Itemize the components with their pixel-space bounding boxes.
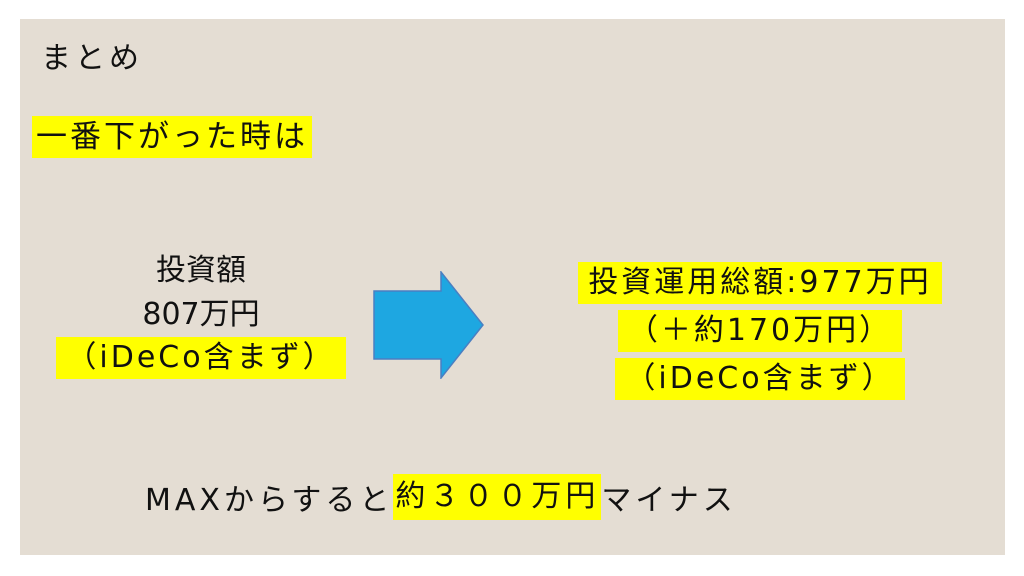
slide-heading: まとめ [41, 41, 143, 76]
investment-amount-value: 807万円 [142, 297, 260, 332]
slide-subheading: 一番下がった時は [32, 116, 312, 158]
total-assets-note: （iDeCo含まず） [615, 358, 905, 400]
total-assets-block: 投資運用総額:977万円 （＋約170万円） （iDeCo含まず） [545, 262, 975, 406]
investment-amount-block: 投資額 807万円 （iDeCo含まず） [36, 249, 366, 379]
investment-amount-label: 投資額 [156, 253, 246, 288]
investment-amount-note: （iDeCo含まず） [56, 337, 346, 379]
profit-amount: （＋約170万円） [617, 310, 903, 352]
total-assets-value: 投資運用総額:977万円 [578, 262, 942, 304]
bottom-summary-suffix: マイナス [601, 483, 737, 518]
bottom-summary: MAXからすると 約３００万円 マイナス [145, 474, 737, 520]
bottom-summary-prefix: MAXからすると [145, 483, 394, 518]
summary-slide: まとめ 一番下がった時は 投資額 807万円 （iDeCo含まず） 投資運用総額… [20, 19, 1005, 555]
bottom-summary-highlight: 約３００万円 [393, 474, 602, 520]
right-arrow-icon [373, 271, 484, 379]
